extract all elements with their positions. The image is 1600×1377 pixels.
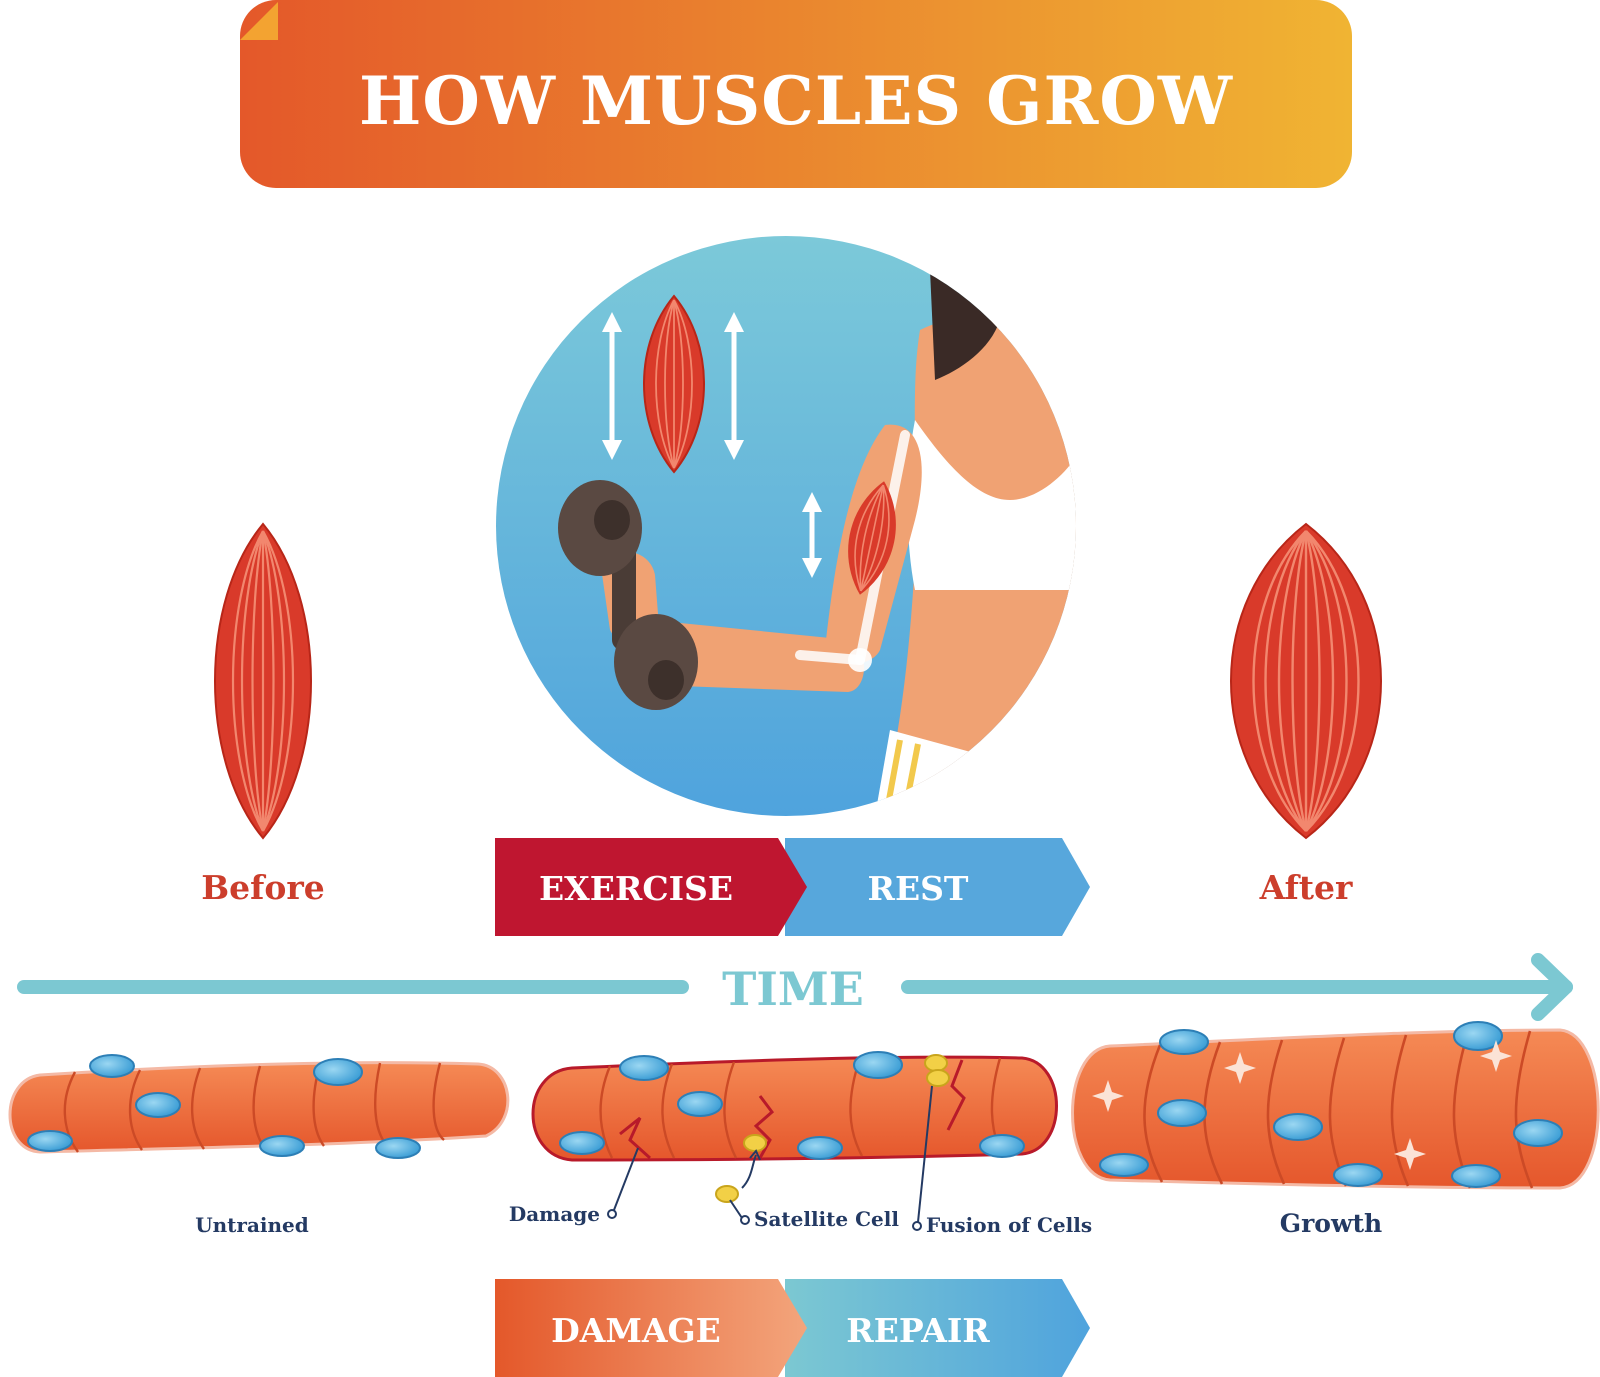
before-label: Before [201,868,324,907]
title-banner: HOW MUSCLES GROW [240,0,1352,188]
damage-repair-bar: DAMAGE REPAIR [495,1279,1090,1377]
sparkle-icon [1092,1040,1512,1170]
fusion-of-cells-label: Fusion of Cells [926,1213,1092,1237]
time-label: TIME [722,962,864,1016]
satellite-cell-icon [715,1185,739,1203]
growth-label: Growth [1280,1209,1382,1238]
exercise-label: EXERCISE [539,869,733,908]
page-title: HOW MUSCLES GROW [359,62,1233,140]
exercise-illustration [496,236,1076,816]
satellite-cell-icon [926,1069,950,1087]
satellite-cell-icon [743,1134,767,1152]
growth-fiber [1071,1021,1600,1190]
satellite-cell-icon [924,1054,948,1072]
satellite-cell-label: Satellite Cell [754,1207,899,1231]
damage-phase-label: DAMAGE [551,1311,721,1350]
contracting-muscle-icon [643,294,705,474]
rest-label: REST [868,869,969,908]
before-muscle [214,522,312,840]
dumbbell-icon [558,480,698,710]
untrained-label: Untrained [195,1213,309,1237]
damage-label: Damage [509,1202,600,1226]
untrained-fiber [8,1054,510,1159]
damaged-fiber [531,1051,1058,1231]
time-arrow: TIME [17,953,1573,1021]
repair-phase-label: REPAIR [846,1311,990,1350]
exercise-rest-bar: EXERCISE REST [495,838,1090,936]
after-label: After [1259,868,1353,907]
after-muscle [1230,522,1382,840]
